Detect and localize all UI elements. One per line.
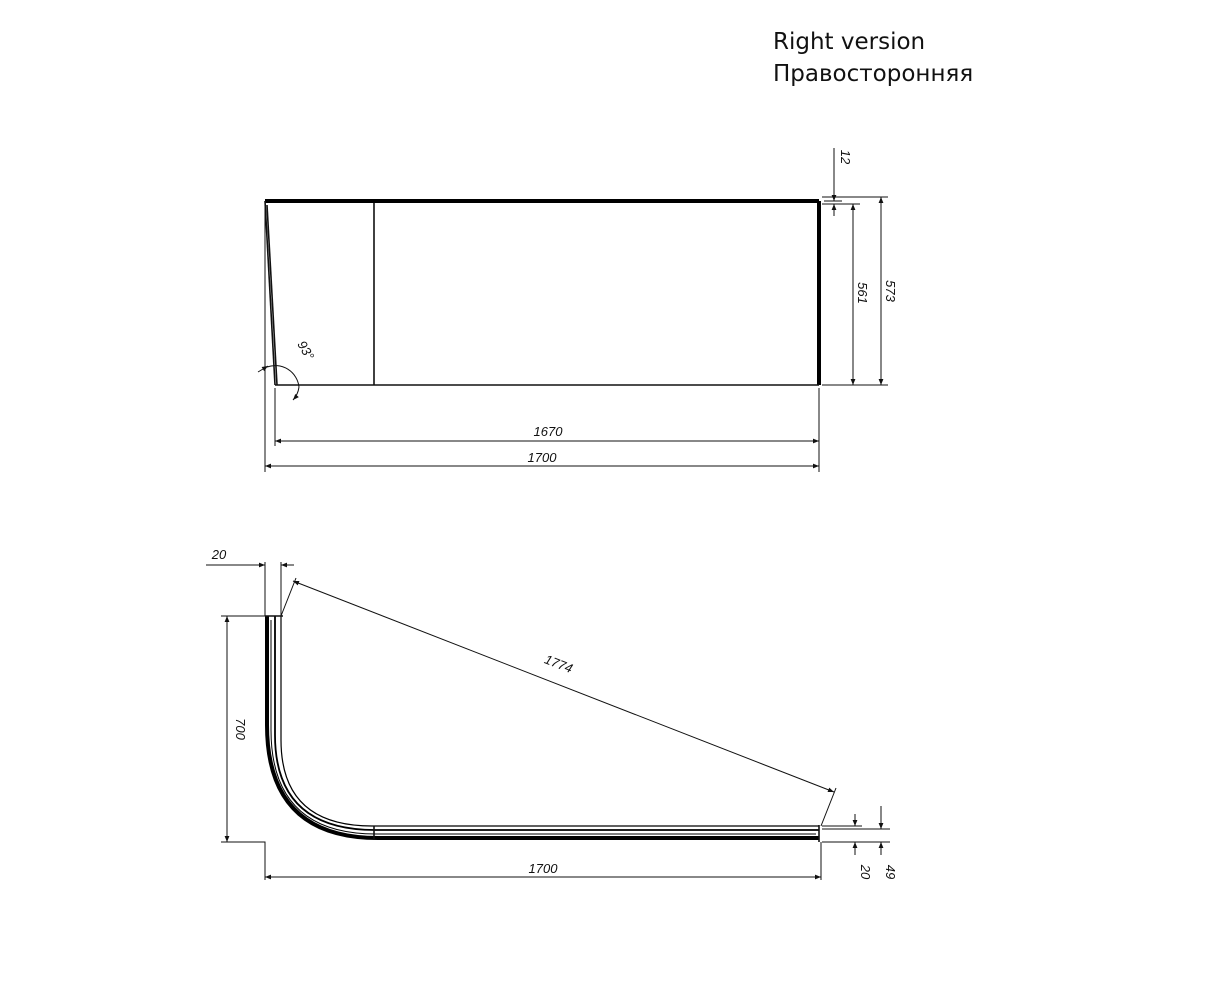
profile-inner-edge — [280, 616, 819, 827]
dim-1670-label: 1670 — [534, 424, 564, 439]
profile-core — [270, 620, 816, 835]
title-block: Right version Правосторонняя — [773, 26, 973, 90]
angle-label: 93° — [294, 338, 317, 363]
profile-outer-edge — [265, 616, 819, 840]
dim-561-label: 561 — [855, 282, 870, 304]
top-view: 20 1774 700 1700 20 49 — [206, 547, 898, 880]
dim-1774-line — [292, 580, 835, 793]
dim-1774-label: 1774 — [542, 652, 574, 676]
dim-700-ext-bottom — [221, 841, 266, 880]
dim-12-label: 12 — [838, 150, 853, 165]
dim-49-label: 49 — [883, 865, 898, 879]
dim-1700-label: 1700 — [528, 450, 558, 465]
dim-700-label: 700 — [233, 718, 248, 740]
front-view: 12 561 573 93° 1670 1700 — [257, 148, 898, 472]
panel-left-inner-edge — [266, 204, 278, 386]
angle-arrow-left — [257, 365, 269, 373]
panel-left-slanted-edge — [264, 200, 276, 386]
dim-573-label: 573 — [883, 280, 898, 302]
dim-20-right-label: 20 — [858, 864, 873, 880]
profile-middle-edge — [274, 616, 819, 831]
dim-20-top-label: 20 — [211, 547, 227, 562]
title-russian: Правосторонняя — [773, 61, 974, 87]
dim-1774-ext-right — [820, 787, 837, 827]
title-english: Right version — [773, 29, 926, 55]
dim-1700-top-label: 1700 — [529, 861, 559, 876]
angle-arc-upper — [266, 365, 300, 388]
angle-arc-lower — [292, 386, 300, 401]
dim-1774-ext-left — [280, 577, 297, 617]
